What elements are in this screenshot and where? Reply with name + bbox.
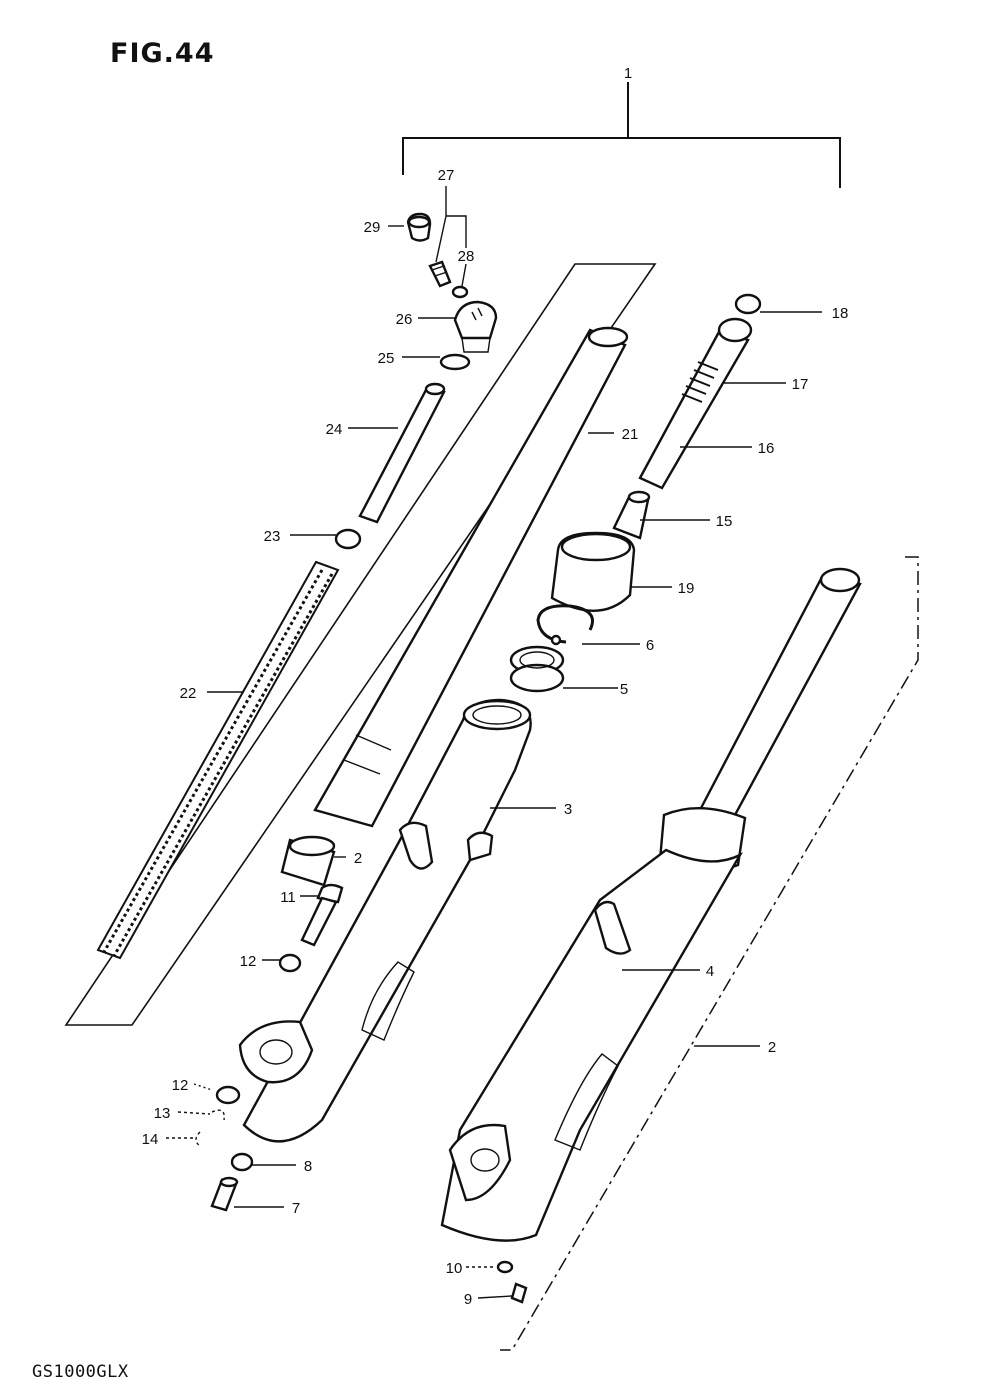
part-28-o-ring: [451, 285, 469, 299]
part-19-dust-seal: [550, 531, 636, 612]
callout-5: 5: [620, 681, 628, 698]
part-5-oil-seal: [509, 645, 565, 693]
part-27-air-valve: [428, 260, 452, 288]
callout-23: 23: [264, 528, 281, 545]
part-26-fork-cap: [453, 300, 498, 353]
callout-13: 13: [154, 1105, 171, 1122]
part-15-damper-piece: [612, 490, 651, 540]
part-2-bushing: [280, 835, 336, 887]
part-18-seal: [734, 293, 762, 315]
callout-8: 8: [304, 1158, 312, 1175]
part-16-damper-rod: [638, 317, 753, 490]
callout-16: 16: [758, 440, 775, 457]
callout-4: 4: [706, 963, 714, 980]
callout-27: 27: [438, 167, 455, 184]
callout-19: 19: [678, 580, 695, 597]
part-3-outer-tube-left: [238, 698, 532, 1143]
callout-3: 3: [564, 801, 572, 818]
callout-12-lower: 12: [172, 1077, 189, 1094]
callout-7: 7: [292, 1200, 300, 1217]
callout-17: 17: [792, 376, 809, 393]
figure-title: FIG.44: [110, 38, 215, 69]
outer-tube-group-frame: [500, 556, 919, 1351]
callout-11: 11: [280, 889, 296, 906]
callout-21: 21: [622, 426, 639, 443]
callout-26: 26: [396, 311, 413, 328]
part-11-bolt: [300, 883, 344, 947]
part-21-inner-tube: [313, 326, 629, 828]
callout-18: 18: [832, 305, 849, 322]
callout-labels: 1 27 29 28 26 25 24 21 23 22 18 17 16 15…: [142, 65, 849, 1308]
callout-24: 24: [326, 421, 343, 438]
part-9-screw: [510, 1282, 528, 1304]
part-22-spring: [96, 560, 340, 960]
callout-9: 9: [464, 1291, 472, 1308]
part-24-spacer: [358, 382, 446, 524]
part-7-drain-bolt: [210, 1176, 239, 1212]
part-12-washer-lower: [215, 1085, 241, 1105]
callout-22: 22: [180, 685, 197, 702]
part-17-rebound-spring: [681, 361, 719, 403]
leader-lines: [166, 186, 822, 1299]
part-29-cap: [406, 212, 432, 242]
callout-2-bushing: 2: [354, 850, 362, 867]
callout-14: 14: [142, 1131, 159, 1148]
part-12-washer-upper: [278, 953, 302, 973]
assembly-bracket: [402, 82, 841, 188]
callout-12-upper: 12: [240, 953, 257, 970]
part-14-clip: [195, 1131, 201, 1147]
part-23-washer: [334, 528, 362, 550]
callout-25: 25: [378, 350, 395, 367]
part-10-washer: [496, 1260, 514, 1274]
callout-10: 10: [446, 1260, 463, 1277]
part-6-circlip: [536, 604, 594, 646]
model-code: GS1000GLX: [32, 1362, 129, 1382]
callout-15: 15: [716, 513, 733, 530]
callout-28: 28: [458, 248, 475, 265]
callout-29: 29: [364, 219, 381, 236]
callout-2-outer: 2: [768, 1039, 776, 1056]
inner-parts-group-frame: [64, 263, 657, 1026]
part-8-gasket: [230, 1152, 254, 1172]
part-13-washer: [211, 1109, 225, 1121]
callout-1: 1: [624, 65, 632, 82]
part-4-outer-tube-right: [440, 567, 862, 1242]
callout-6: 6: [646, 637, 654, 654]
part-25-o-ring: [439, 353, 471, 371]
